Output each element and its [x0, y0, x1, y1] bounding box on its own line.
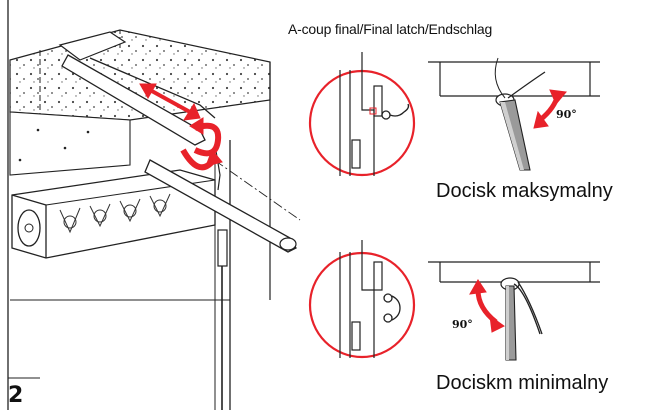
panel-max: 90° — [308, 52, 600, 177]
lower-arm — [144, 144, 297, 253]
angle-label-max: 90° — [556, 108, 577, 121]
label-min-pressure: Dociskm minimalny — [436, 372, 609, 394]
wall-face — [9, 111, 131, 176]
latch-valve-icon-min — [383, 293, 401, 323]
angle-arrow-max — [533, 89, 567, 129]
closer-body — [11, 169, 216, 259]
screwdriver — [217, 229, 228, 410]
angle-label-min: 90° — [452, 318, 473, 331]
angle-arrow-min — [469, 279, 505, 333]
latch-header: A-coup final/Final latch/Endschlag — [288, 21, 493, 37]
door-closer-illustration — [7, 0, 301, 410]
upper-arm — [58, 31, 216, 146]
latch-valve-icon-max — [381, 103, 410, 120]
label-max-pressure: Docisk maksymalny — [436, 180, 613, 202]
step-number: 2 — [8, 383, 24, 408]
adjustment-arrows — [139, 83, 223, 171]
panel-min: 90° — [308, 240, 600, 361]
